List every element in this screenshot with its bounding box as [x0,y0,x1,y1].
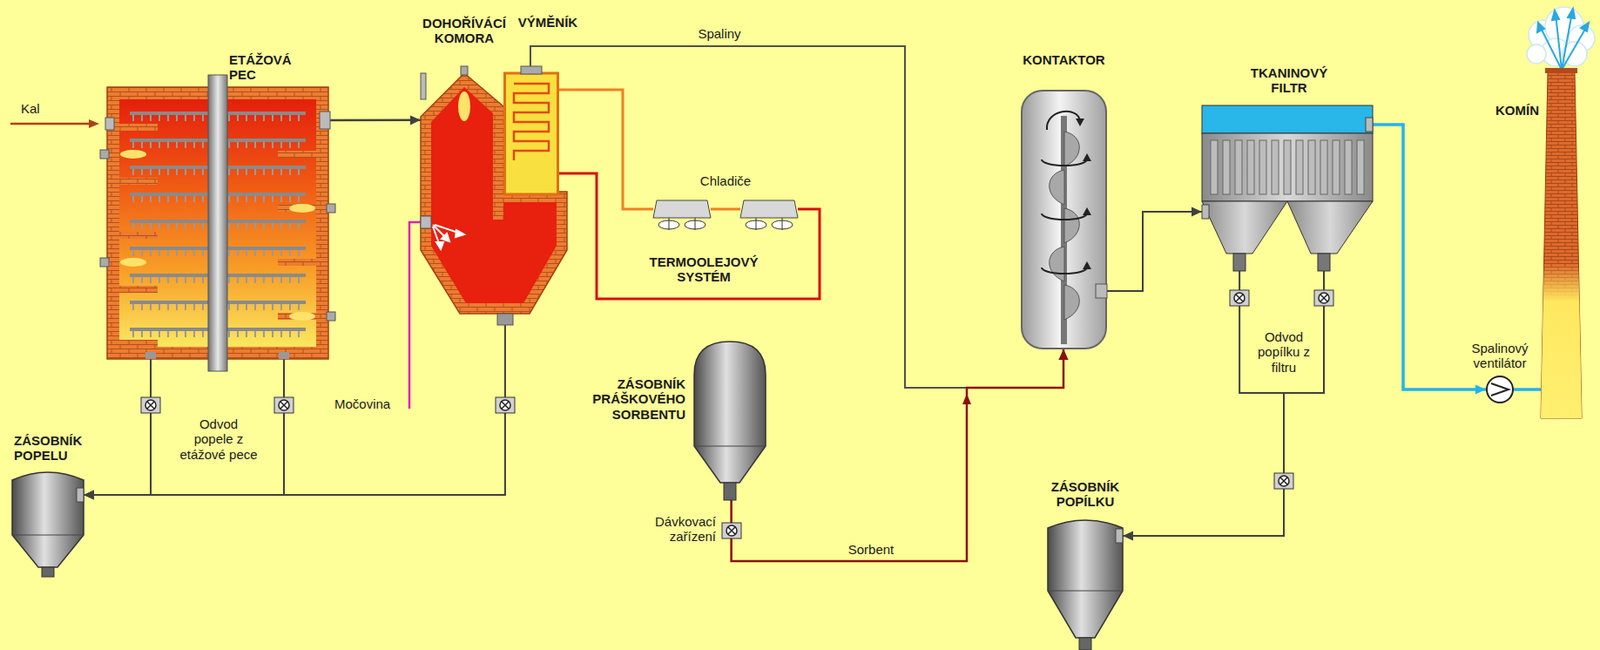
contactor-shape [1020,89,1108,350]
node-heading: TKANINOVÝ FILTR [1236,65,1342,96]
connector [328,114,421,125]
node-heading: KOMÍN [1478,102,1540,118]
connector [83,358,151,500]
flue-gas-fan-shape [1485,375,1514,404]
multiple-hearth-furnace-shape [107,87,329,359]
inlet-label: Kal [20,101,41,116]
outlet-label: Odvod popílku z filtru [1248,329,1319,375]
ash-hopper: ZÁSOBNÍK POPELU [12,469,84,577]
node-heading: Spalinový ventilátor [1451,340,1549,372]
fly-ash-hopper: ZÁSOBNÍK POPÍLKU [1047,515,1123,650]
fabric-filter: TKANINOVÝ FILTR [1201,105,1373,271]
node-heading: ZÁSOBNÍK PRÁŠKOVÉHO SORBENTU [572,376,686,422]
connector [1107,206,1202,291]
multiple-hearth-furnace: ETÁŽOVÁ PEC [107,87,329,359]
connector [559,173,820,299]
coolers-shape [653,193,798,237]
connector [559,89,654,210]
node-heading: KONTAKTOR [994,52,1134,68]
inlet-label: Močovina [334,396,391,412]
node-heading: VÝMĚNÍK [499,14,596,30]
contactor: KONTAKTOR [1020,89,1108,350]
connector [1372,124,1486,394]
node-heading: Chladiče [653,173,798,189]
connector [530,46,1069,388]
chimney: KOMÍN [1540,71,1582,419]
heat-exchanger-shape [503,66,560,195]
outlet-label: Odvod popele z etážové pece [178,416,259,462]
connector [1122,270,1284,541]
node-heading: ZÁSOBNÍK POPELU [13,432,102,464]
heat-exchanger: VÝMĚNÍK [503,66,560,195]
chimney-shape [1540,71,1582,419]
fly-ash-hopper-shape [1047,515,1123,650]
connector [1513,388,1541,390]
connector [731,349,1069,561]
node-heading: ZÁSOBNÍK POPÍLKU [1037,479,1134,510]
node-heading: ETÁŽOVÁ PEC [229,52,308,83]
sorbent-hopper-shape [694,341,766,500]
device-label: Dávkovací zařízení [635,513,716,545]
system-label: TERMOOLEJOVÝ SYSTÉM [642,254,765,285]
ash-hopper-shape [12,469,84,577]
fabric-filter-shape [1201,105,1373,271]
flue-gas-fan: Spalinový ventilátor [1485,375,1514,404]
coolers: Chladiče [653,193,798,237]
node-heading: DOHOŘÍVÁCÍ KOMORA [416,15,513,47]
edge-label: Spaliny [675,26,763,41]
edge-label: Sorbent [827,541,915,557]
sorbent-hopper: ZÁSOBNÍK PRÁŠKOVÉHO SORBENTU [694,341,766,500]
